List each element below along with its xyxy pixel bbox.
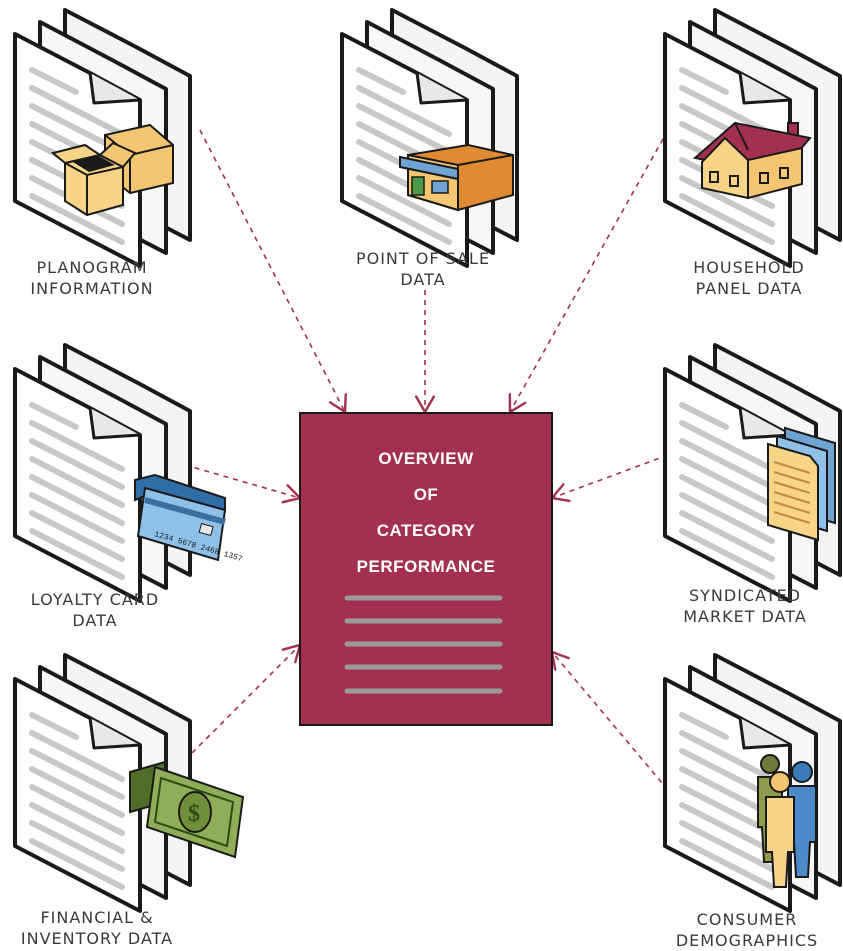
label-syndicated: SYNDICATED MARKET DATA (645, 585, 843, 627)
demographics-document-stack (665, 655, 840, 911)
label-syndicated-line1: SYNDICATED (688, 586, 801, 605)
arrow-syndicated (549, 454, 669, 503)
label-financial: FINANCIAL & INVENTORY DATA (0, 907, 197, 949)
center-title-line-2: OF (414, 485, 439, 504)
label-household-line1: HOUSEHOLD (693, 258, 805, 277)
label-pos: POINT OF SALE DATA (323, 248, 523, 290)
connector-arrows (184, 129, 669, 791)
stacked-pages-icon (767, 426, 836, 542)
arrow-financial (184, 643, 302, 761)
label-loyalty-line2: DATA (72, 611, 118, 630)
center-title-line-3: CATEGORY (377, 521, 476, 540)
label-household: HOUSEHOLD PANEL DATA (649, 257, 843, 299)
label-demographics: CONSUMER DEMOGRAPHICS (647, 909, 843, 951)
label-syndicated-line2: MARKET DATA (683, 607, 807, 626)
label-loyalty-line1: LOYALTY CARD (30, 590, 160, 609)
label-pos-line1: POINT OF SALE (355, 249, 491, 268)
label-household-line2: PANEL DATA (695, 279, 803, 298)
pos-document-stack (342, 10, 517, 266)
label-pos-line2: DATA (400, 270, 446, 289)
people-icon (757, 754, 817, 888)
arrow-demographics (550, 650, 669, 791)
dollar-sign: $ (188, 801, 200, 827)
loyalty-document-stack (15, 345, 190, 601)
label-financial-line2: INVENTORY DATA (20, 929, 174, 948)
house-icon (692, 121, 812, 200)
label-planogram: PLANOGRAM INFORMATION (0, 257, 192, 299)
center-title-line-4: PERFORMANCE (357, 557, 496, 576)
center-text-lines (344, 595, 503, 694)
center-title-line-1: OVERVIEW (378, 449, 474, 468)
arrow-planogram (199, 129, 347, 415)
label-loyalty: LOYALTY CARD DATA (0, 589, 195, 631)
label-financial-line1: FINANCIAL & (40, 908, 154, 927)
open-box-icon (50, 123, 174, 217)
label-planogram-line2: INFORMATION (30, 279, 154, 298)
label-planogram-line1: PLANOGRAM (36, 258, 148, 277)
arrow-household (508, 129, 669, 415)
label-demographics-line2: DEMOGRAPHICS (675, 931, 819, 950)
store-icon (399, 143, 514, 212)
label-demographics-line1: CONSUMER (696, 910, 798, 929)
category-performance-document: OVERVIEW OF CATEGORY PERFORMANCE (299, 412, 553, 726)
dollar-bill-icon: $ (129, 760, 245, 859)
